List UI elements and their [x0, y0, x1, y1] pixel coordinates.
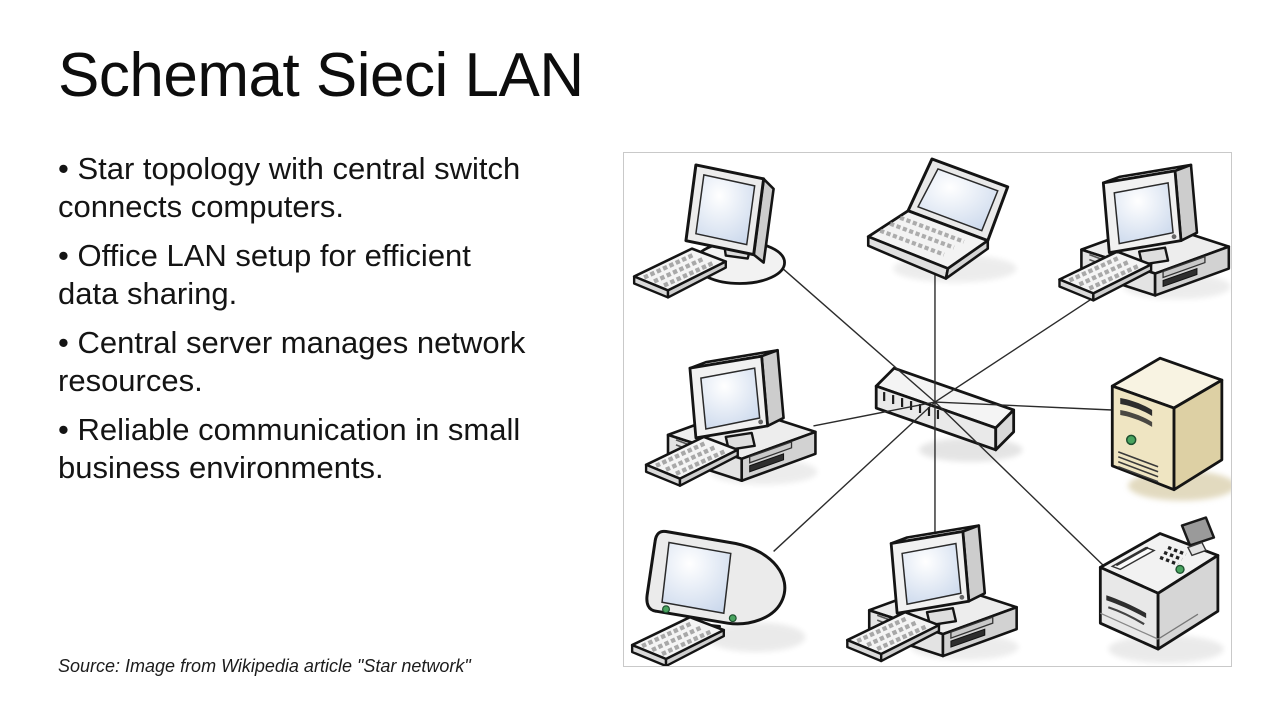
- desktop-computer-icon: [646, 350, 817, 485]
- desktop-computer-icon: [847, 526, 1018, 661]
- star-network-diagram: [624, 157, 1231, 666]
- switch-ports: [883, 392, 940, 419]
- switch-icon: [874, 366, 1023, 462]
- lcd-terminal-icon: [634, 163, 786, 297]
- page-title: Schemat Sieci LAN: [58, 41, 584, 110]
- bullet-list: • Star topology with central switch conn…: [58, 150, 623, 498]
- bullet-item: • Reliable communication in small busine…: [58, 412, 521, 485]
- printer-icon: [1098, 516, 1224, 664]
- network-cable-lines: [773, 260, 1113, 567]
- bullet-item: • Central server manages network resourc…: [58, 325, 526, 398]
- source-attribution: Source: Image from Wikipedia article "St…: [58, 656, 471, 676]
- server-tower-icon: [1110, 356, 1231, 501]
- desktop-computer-icon: [1059, 165, 1230, 300]
- network-diagram-figure: [623, 152, 1232, 667]
- laptop-icon: [866, 157, 1017, 283]
- bullet-item: • Star topology with central switch conn…: [58, 151, 521, 224]
- bullet-item: • Office LAN setup for efficient data sh…: [58, 238, 471, 311]
- all-in-one-computer-icon: [632, 529, 806, 666]
